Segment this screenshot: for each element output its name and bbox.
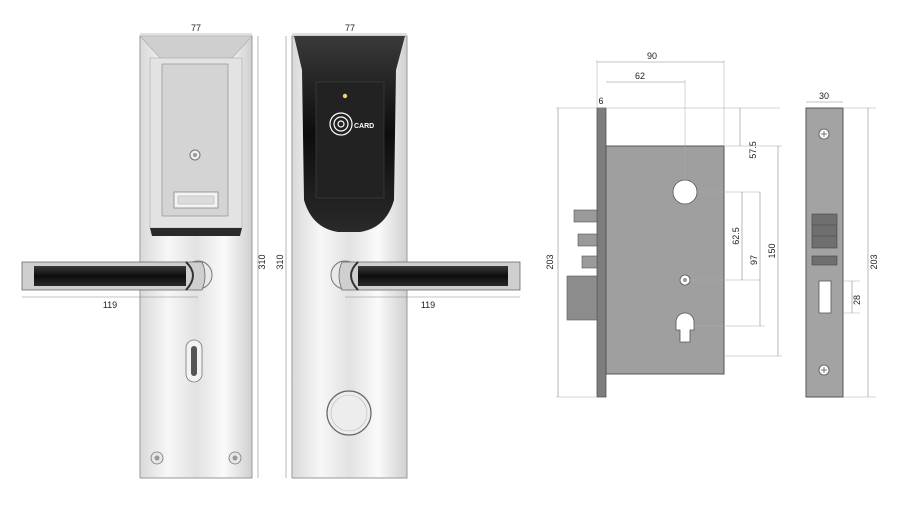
backset-dimension: 62 xyxy=(606,71,686,180)
mortise-width-label: 90 xyxy=(647,51,657,61)
back-height-label: 310 xyxy=(275,254,285,269)
card-reader-text: CARD xyxy=(354,123,374,130)
front-handle-label: 119 xyxy=(103,300,117,310)
faceplate-height-dimension: 203 xyxy=(843,107,879,398)
top-offset-label: 57.5 xyxy=(748,141,758,159)
faceplate-thickness-dimension: 6 xyxy=(597,96,606,109)
cylinder-spacing-label: 97 xyxy=(749,255,759,265)
body-height-label: 150 xyxy=(767,243,777,258)
top-offset-dimension: 57.5 xyxy=(606,107,780,159)
faceplate-width-dimension: 30 xyxy=(806,91,843,103)
spindle-spacing-dimension: 62.5 xyxy=(690,191,760,281)
back-handle-label: 119 xyxy=(421,300,435,310)
front-height-dimension: 310 xyxy=(257,36,267,478)
front-height-label: 310 xyxy=(257,254,267,269)
mortise-width-dimension: 90 xyxy=(596,51,725,146)
back-panel: CARD xyxy=(291,35,521,479)
spindle-spacing-label: 62.5 xyxy=(731,227,741,245)
front-handle-dimension: 119 xyxy=(22,296,198,310)
faceplate-thickness-label: 6 xyxy=(598,96,603,106)
front-width-dimension: 77 xyxy=(140,23,252,35)
back-width-dimension: 77 xyxy=(292,23,407,35)
back-width-label: 77 xyxy=(345,23,355,33)
latch-label: 28 xyxy=(852,295,862,305)
cylinder-spacing-dimension: 97 xyxy=(694,192,765,327)
overall-height-dimension: 203 xyxy=(545,107,597,398)
backset-label: 62 xyxy=(635,71,645,81)
back-height-dimension: 310 xyxy=(275,36,287,478)
faceplate-height-label: 203 xyxy=(869,254,879,269)
body-height-dimension: 150 xyxy=(724,145,782,357)
faceplate-width-label: 30 xyxy=(819,91,829,101)
overall-height-label: 203 xyxy=(545,254,555,269)
mortise-lock-body xyxy=(566,107,725,398)
card-reader-icon xyxy=(329,112,353,136)
faceplate xyxy=(805,107,844,398)
front-panel xyxy=(21,35,253,479)
latch-dimension: 28 xyxy=(843,280,862,314)
front-width-label: 77 xyxy=(191,23,201,33)
back-handle-dimension: 119 xyxy=(345,296,520,310)
